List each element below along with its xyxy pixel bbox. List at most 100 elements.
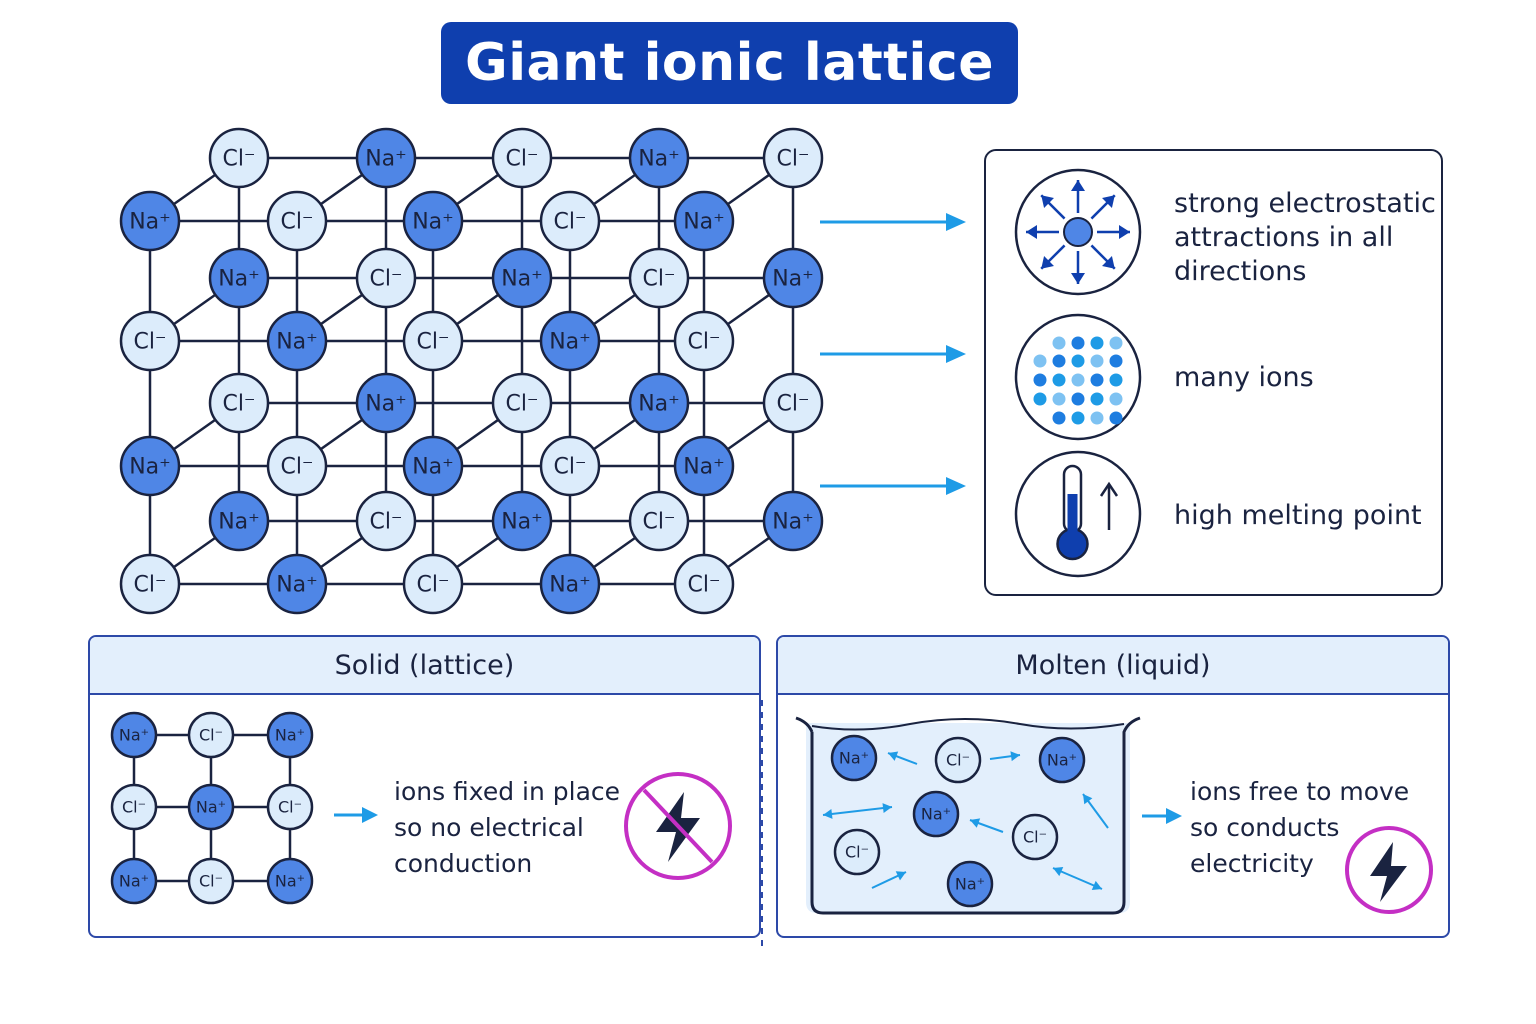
chloride-ion: Cl⁻ bbox=[762, 127, 824, 189]
ion-label: Cl⁻ bbox=[278, 798, 302, 817]
sodium-ion: Na⁺ bbox=[1038, 736, 1086, 784]
ion-label: Cl⁻ bbox=[222, 392, 255, 417]
ion-label: Cl⁻ bbox=[776, 147, 809, 172]
sodium-ion: Na⁺ bbox=[402, 435, 464, 497]
ion-label: Na⁺ bbox=[275, 726, 305, 745]
chloride-ion: Cl⁻ bbox=[762, 372, 824, 434]
molten-description: ions free to move so conducts electricit… bbox=[1190, 777, 1410, 878]
sodium-ion: Na⁺ bbox=[110, 711, 158, 759]
ion-label: Cl⁻ bbox=[505, 147, 538, 172]
ion-label: Na⁺ bbox=[638, 392, 680, 417]
ion-label: Na⁺ bbox=[218, 510, 260, 535]
chloride-ion: Cl⁻ bbox=[539, 190, 601, 252]
ion-label: Na⁺ bbox=[365, 392, 407, 417]
ion-label: Na⁺ bbox=[501, 510, 543, 535]
sodium-ion: Na⁺ bbox=[539, 553, 601, 615]
chloride-ion: Cl⁻ bbox=[491, 127, 553, 189]
ion-label: Na⁺ bbox=[129, 210, 171, 235]
sodium-ion: Na⁺ bbox=[208, 490, 270, 552]
ion-label: Na⁺ bbox=[276, 330, 318, 355]
molten-heading: Molten (liquid) bbox=[778, 637, 1448, 695]
ion-label: Na⁺ bbox=[921, 805, 951, 824]
ion-label: Na⁺ bbox=[129, 455, 171, 480]
ion-label: Cl⁻ bbox=[122, 798, 146, 817]
ion-label: Cl⁻ bbox=[845, 843, 869, 862]
ion-label: Cl⁻ bbox=[133, 330, 166, 355]
ion-label: Cl⁻ bbox=[505, 392, 538, 417]
sodium-ion: Na⁺ bbox=[266, 553, 328, 615]
ion-label: Cl⁻ bbox=[199, 726, 223, 745]
sodium-ion: Na⁺ bbox=[491, 490, 553, 552]
sodium-ion: Na⁺ bbox=[628, 127, 690, 189]
ion-label: Cl⁻ bbox=[280, 210, 313, 235]
chloride-ion: Cl⁻ bbox=[402, 553, 464, 615]
sodium-ion: Na⁺ bbox=[762, 490, 824, 552]
chloride-ion: Cl⁻ bbox=[208, 127, 270, 189]
ion-label: Na⁺ bbox=[119, 872, 149, 891]
sodium-ion: Na⁺ bbox=[673, 435, 735, 497]
sodium-ion: Na⁺ bbox=[119, 190, 181, 252]
solid-description: ions fixed in place so no electrical con… bbox=[394, 777, 621, 878]
ion-label: Cl⁻ bbox=[553, 210, 586, 235]
title-banner: Giant ionic lattice bbox=[441, 22, 1018, 104]
chloride-ion: Cl⁻ bbox=[355, 247, 417, 309]
sodium-ion: Na⁺ bbox=[110, 857, 158, 905]
sodium-ion: Na⁺ bbox=[355, 372, 417, 434]
ion-label: Cl⁻ bbox=[199, 872, 223, 891]
ion-label: Cl⁻ bbox=[369, 510, 402, 535]
chloride-ion: Cl⁻ bbox=[110, 783, 158, 831]
ion-label: Cl⁻ bbox=[1023, 828, 1047, 847]
chloride-ion: Cl⁻ bbox=[187, 711, 235, 759]
chloride-ion: Cl⁻ bbox=[934, 736, 982, 784]
no-conduction-icon bbox=[624, 772, 732, 880]
ion-label: Na⁺ bbox=[412, 210, 454, 235]
sodium-ion: Na⁺ bbox=[355, 127, 417, 189]
chloride-ion: Cl⁻ bbox=[402, 310, 464, 372]
sodium-ion: Na⁺ bbox=[491, 247, 553, 309]
chloride-ion: Cl⁻ bbox=[266, 783, 314, 831]
property-many-ions-text: many ions bbox=[1174, 362, 1314, 393]
chloride-ion: Cl⁻ bbox=[833, 828, 881, 876]
chloride-ion: Cl⁻ bbox=[355, 490, 417, 552]
ion-label: Na⁺ bbox=[683, 210, 725, 235]
ion-label: Na⁺ bbox=[412, 455, 454, 480]
ion-label: Cl⁻ bbox=[642, 267, 675, 292]
sodium-ion: Na⁺ bbox=[628, 372, 690, 434]
ion-label: Cl⁻ bbox=[280, 455, 313, 480]
chloride-ion: Cl⁻ bbox=[119, 553, 181, 615]
ion-label: Cl⁻ bbox=[642, 510, 675, 535]
chloride-ion: Cl⁻ bbox=[491, 372, 553, 434]
ion-label: Na⁺ bbox=[683, 455, 725, 480]
ion-label: Cl⁻ bbox=[369, 267, 402, 292]
lattice-to-properties-arrows bbox=[820, 213, 966, 495]
ion-label: Cl⁻ bbox=[687, 330, 720, 355]
sodium-ion: Na⁺ bbox=[830, 734, 878, 782]
solid-panel: Solid (lattice) bbox=[88, 635, 761, 938]
sodium-ion: Na⁺ bbox=[266, 711, 314, 759]
solid-lattice-diagram: Na⁺Cl⁻Na⁺Cl⁻Na⁺Cl⁻Na⁺Cl⁻Na⁺ bbox=[110, 711, 314, 905]
ion-label: Cl⁻ bbox=[946, 751, 970, 770]
chloride-ion: Cl⁻ bbox=[1011, 813, 1059, 861]
property-melting-point-text: high melting point bbox=[1174, 500, 1422, 531]
molten-beaker: Na⁺Cl⁻Na⁺Na⁺Cl⁻Cl⁻Na⁺ bbox=[795, 716, 1141, 915]
property-attraction-text: strong electrostatic attractions in all … bbox=[1174, 188, 1436, 287]
molten-arrow bbox=[1142, 808, 1182, 824]
sodium-ion: Na⁺ bbox=[187, 783, 235, 831]
ion-label: Na⁺ bbox=[1047, 751, 1077, 770]
ion-label: Cl⁻ bbox=[776, 392, 809, 417]
sodium-ion: Na⁺ bbox=[208, 247, 270, 309]
sodium-ion: Na⁺ bbox=[119, 435, 181, 497]
solid-arrow bbox=[334, 807, 378, 823]
ion-label: Cl⁻ bbox=[133, 573, 166, 598]
chloride-ion: Cl⁻ bbox=[539, 435, 601, 497]
ion-label: Na⁺ bbox=[218, 267, 260, 292]
chloride-ion: Cl⁻ bbox=[628, 490, 690, 552]
ion-label: Na⁺ bbox=[839, 749, 869, 768]
conduction-icon bbox=[1345, 826, 1433, 914]
chloride-ion: Cl⁻ bbox=[119, 310, 181, 372]
ion-label: Na⁺ bbox=[549, 573, 591, 598]
ion-label: Na⁺ bbox=[365, 147, 407, 172]
chloride-ion: Cl⁻ bbox=[673, 553, 735, 615]
ionic-lattice: Cl⁻Na⁺Cl⁻Na⁺Cl⁻Na⁺Cl⁻Na⁺Cl⁻Na⁺Cl⁻Na⁺Cl⁻N… bbox=[119, 127, 824, 615]
